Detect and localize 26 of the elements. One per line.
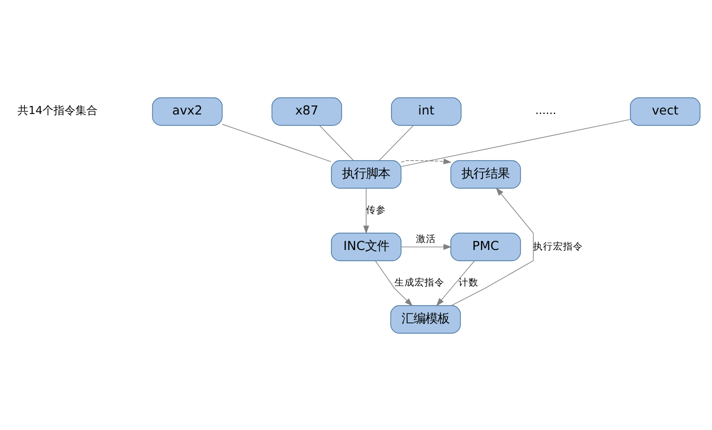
connector xyxy=(400,118,631,166)
arrow xyxy=(450,186,534,306)
arrow xyxy=(436,260,475,306)
node-box: INC文件 xyxy=(330,232,402,261)
edge-label: 执行宏指令 xyxy=(533,240,584,252)
label: 共14个指令集合 xyxy=(17,104,98,117)
arrow xyxy=(375,260,413,306)
node-box: x87 xyxy=(272,96,342,126)
node-box: avx2 xyxy=(152,96,223,126)
node-box: 汇编模板 xyxy=(390,304,461,334)
node-box: 执行结果 xyxy=(450,160,521,188)
arrow xyxy=(400,244,452,250)
edge-label: 计数 xyxy=(458,277,479,288)
arrow xyxy=(400,158,452,164)
node-box: 执行脚本 xyxy=(330,160,402,188)
label: ...... xyxy=(535,104,556,117)
connector xyxy=(319,124,354,160)
node-box: PMC xyxy=(450,232,521,261)
connector xyxy=(378,124,414,160)
edge-label: 激活 xyxy=(416,234,436,245)
arrow xyxy=(363,188,370,234)
connector xyxy=(222,123,332,162)
node-box: vect xyxy=(630,96,700,126)
node-box: int xyxy=(391,96,462,126)
edge-label: 生成宏指令 xyxy=(394,277,444,288)
edge-label: 传参 xyxy=(366,204,386,216)
